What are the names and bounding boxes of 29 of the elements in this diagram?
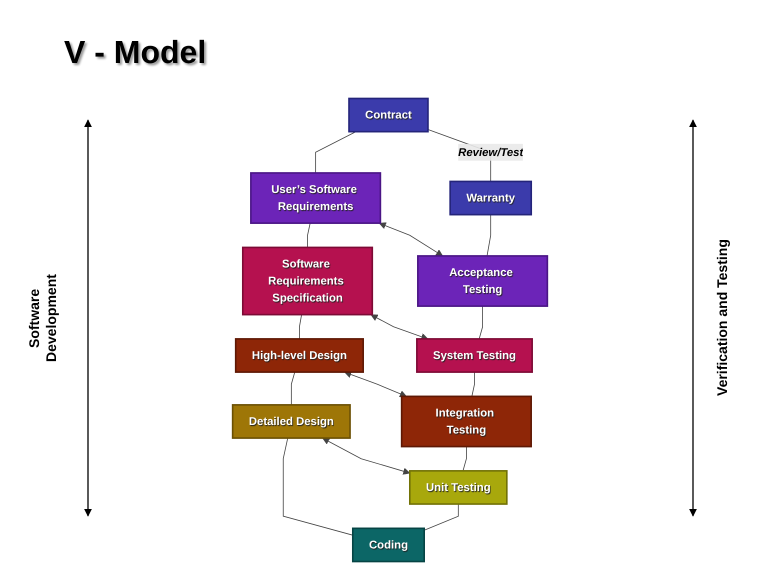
arrow [370,314,428,340]
edge-label: Review/Test [458,145,524,158]
node-box: User’s Software Requirements [250,172,382,224]
connector [299,314,302,340]
arrow [344,371,407,398]
connector [462,446,467,472]
connector [478,306,483,340]
node-box: Warranty [449,180,532,216]
connector [315,131,356,174]
node-box: High-level Design [234,338,364,373]
side-label: Software Development [26,273,60,364]
node-box: Integration Testing [400,396,532,448]
connector [424,504,459,531]
node-box: Software Requirements Specification [242,246,374,316]
arrow [379,222,443,256]
title: V - Model [64,34,206,71]
node-box: Contract [348,98,429,132]
connector [282,438,354,536]
side-label: Verification and Testing [714,238,731,398]
connector [471,372,475,397]
node-box: Detailed Design [232,404,351,439]
node-box: Coding [352,528,425,562]
node-box: Acceptance Testing [417,255,548,307]
node-box: Unit Testing [409,470,508,505]
connector [290,372,296,406]
connector [307,222,311,248]
connector [486,214,492,256]
arrow [322,438,410,475]
node-box: System Testing [416,338,533,373]
